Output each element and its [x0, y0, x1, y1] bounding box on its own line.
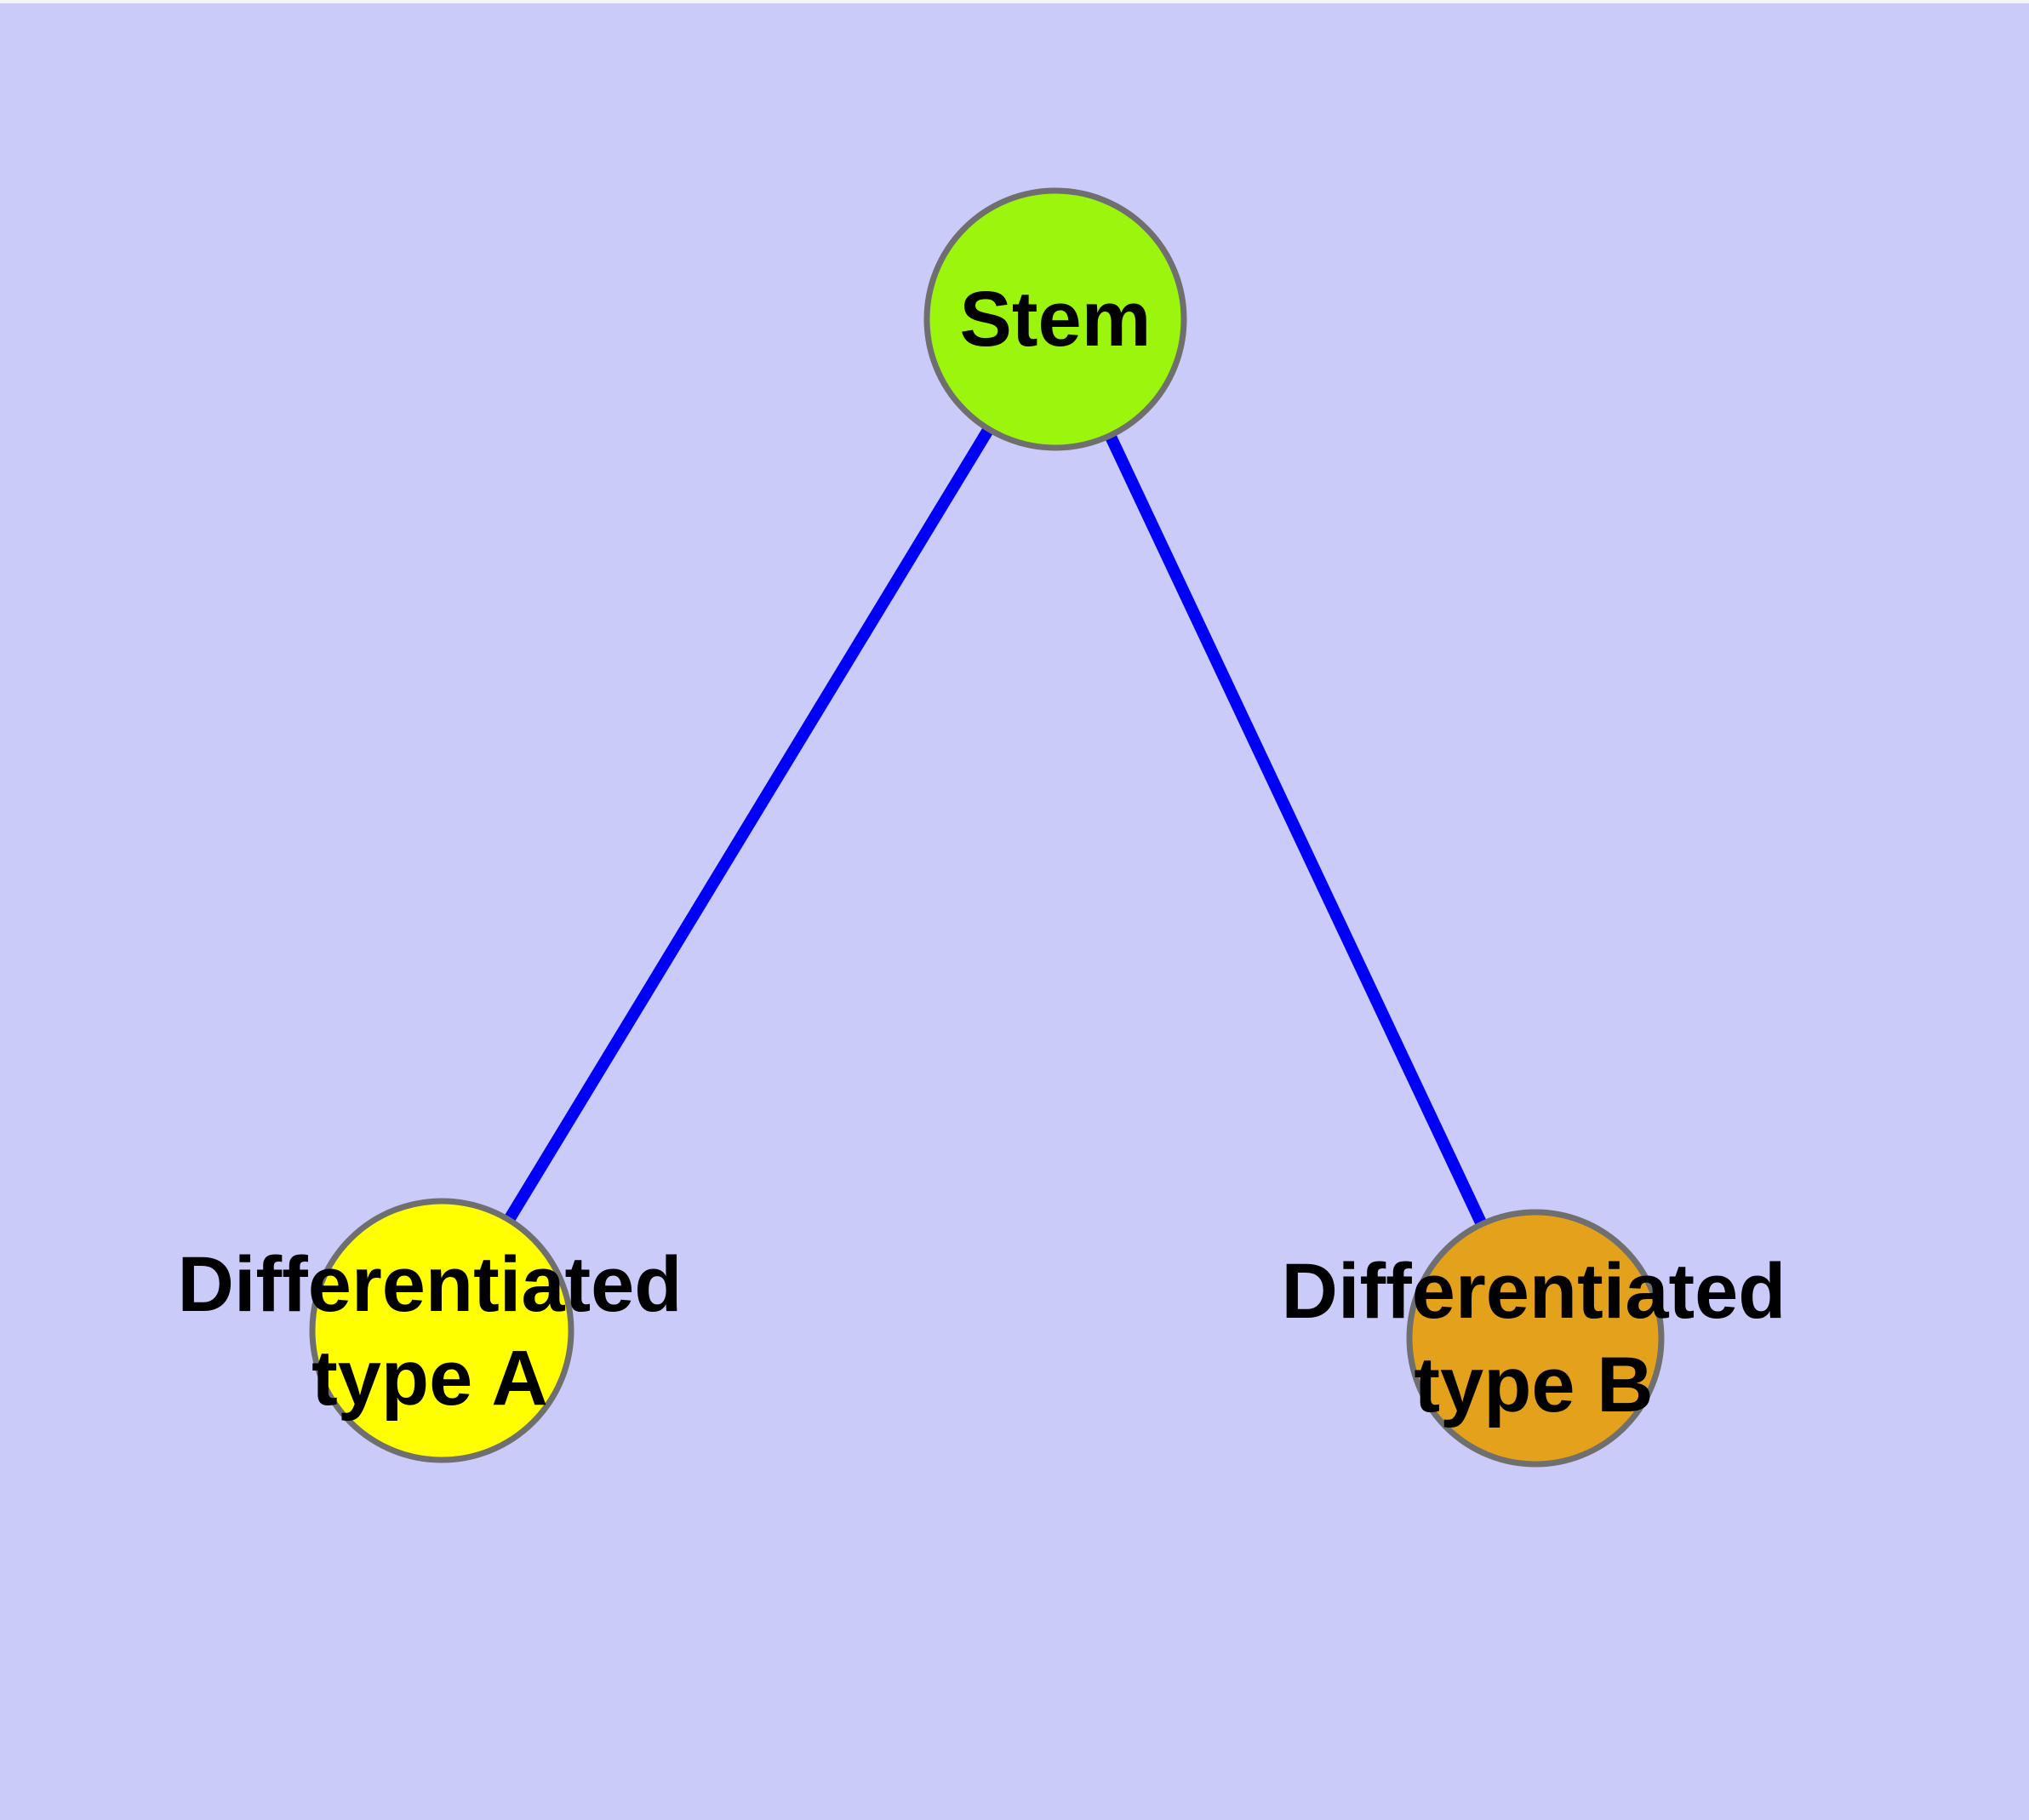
node-differentiated-type-b: [1406, 1209, 1665, 1468]
edge-stem-to-typeB: [1049, 313, 1541, 1344]
type-a-label-line1: Differentiated: [177, 1241, 683, 1328]
node-label-differentiated-type-b: Differentiated type B: [1282, 1245, 1786, 1432]
node-stem: [923, 187, 1187, 451]
stem-label-text: Stem: [959, 276, 1152, 363]
type-b-label-line1: Differentiated: [1281, 1248, 1786, 1335]
type-a-label-line2: type A: [311, 1335, 548, 1422]
node-differentiated-type-a: [309, 1198, 574, 1463]
type-b-label-line2: type B: [1414, 1342, 1654, 1428]
edge-stem-to-typeA: [436, 313, 1061, 1336]
image-top-edge: [0, 0, 2029, 3]
node-label-differentiated-type-a: Differentiated type A: [178, 1238, 683, 1425]
node-label-stem: Stem: [960, 272, 1152, 366]
